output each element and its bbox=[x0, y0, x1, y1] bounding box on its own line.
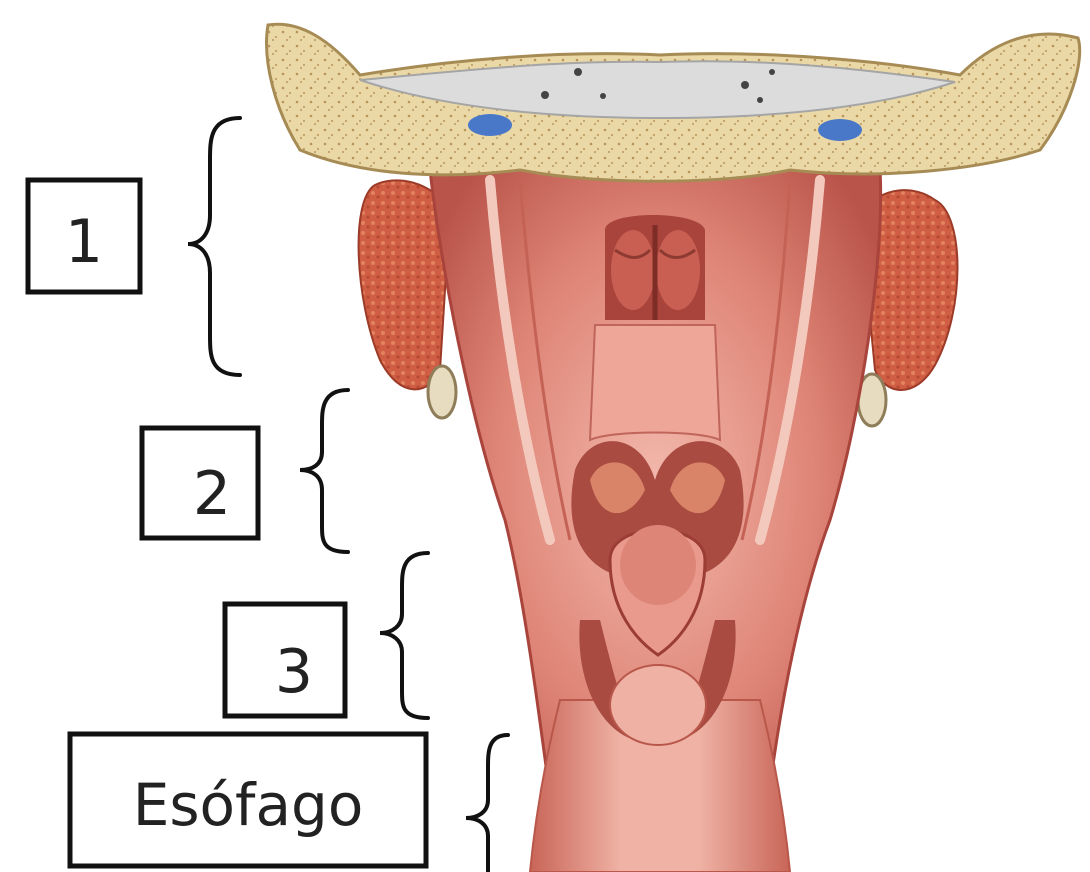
label-1-text: 1 bbox=[65, 207, 103, 277]
choanae bbox=[605, 215, 705, 320]
label-box-3: 3 bbox=[225, 604, 345, 716]
label-esophagus-text: Esófago bbox=[133, 771, 364, 839]
brace-esophagus bbox=[466, 735, 508, 872]
label-box-esophagus: Esófago bbox=[70, 734, 426, 866]
brace-2 bbox=[300, 390, 348, 552]
skull-base bbox=[267, 24, 1080, 181]
label-box-2: 2 bbox=[142, 428, 258, 538]
soft-palate bbox=[590, 325, 720, 440]
brace-1 bbox=[188, 118, 240, 375]
label-3-text: 3 bbox=[275, 637, 313, 707]
label-box-1: 1 bbox=[28, 180, 140, 292]
label-2-text: 2 bbox=[193, 459, 231, 529]
brace-3 bbox=[380, 553, 428, 718]
